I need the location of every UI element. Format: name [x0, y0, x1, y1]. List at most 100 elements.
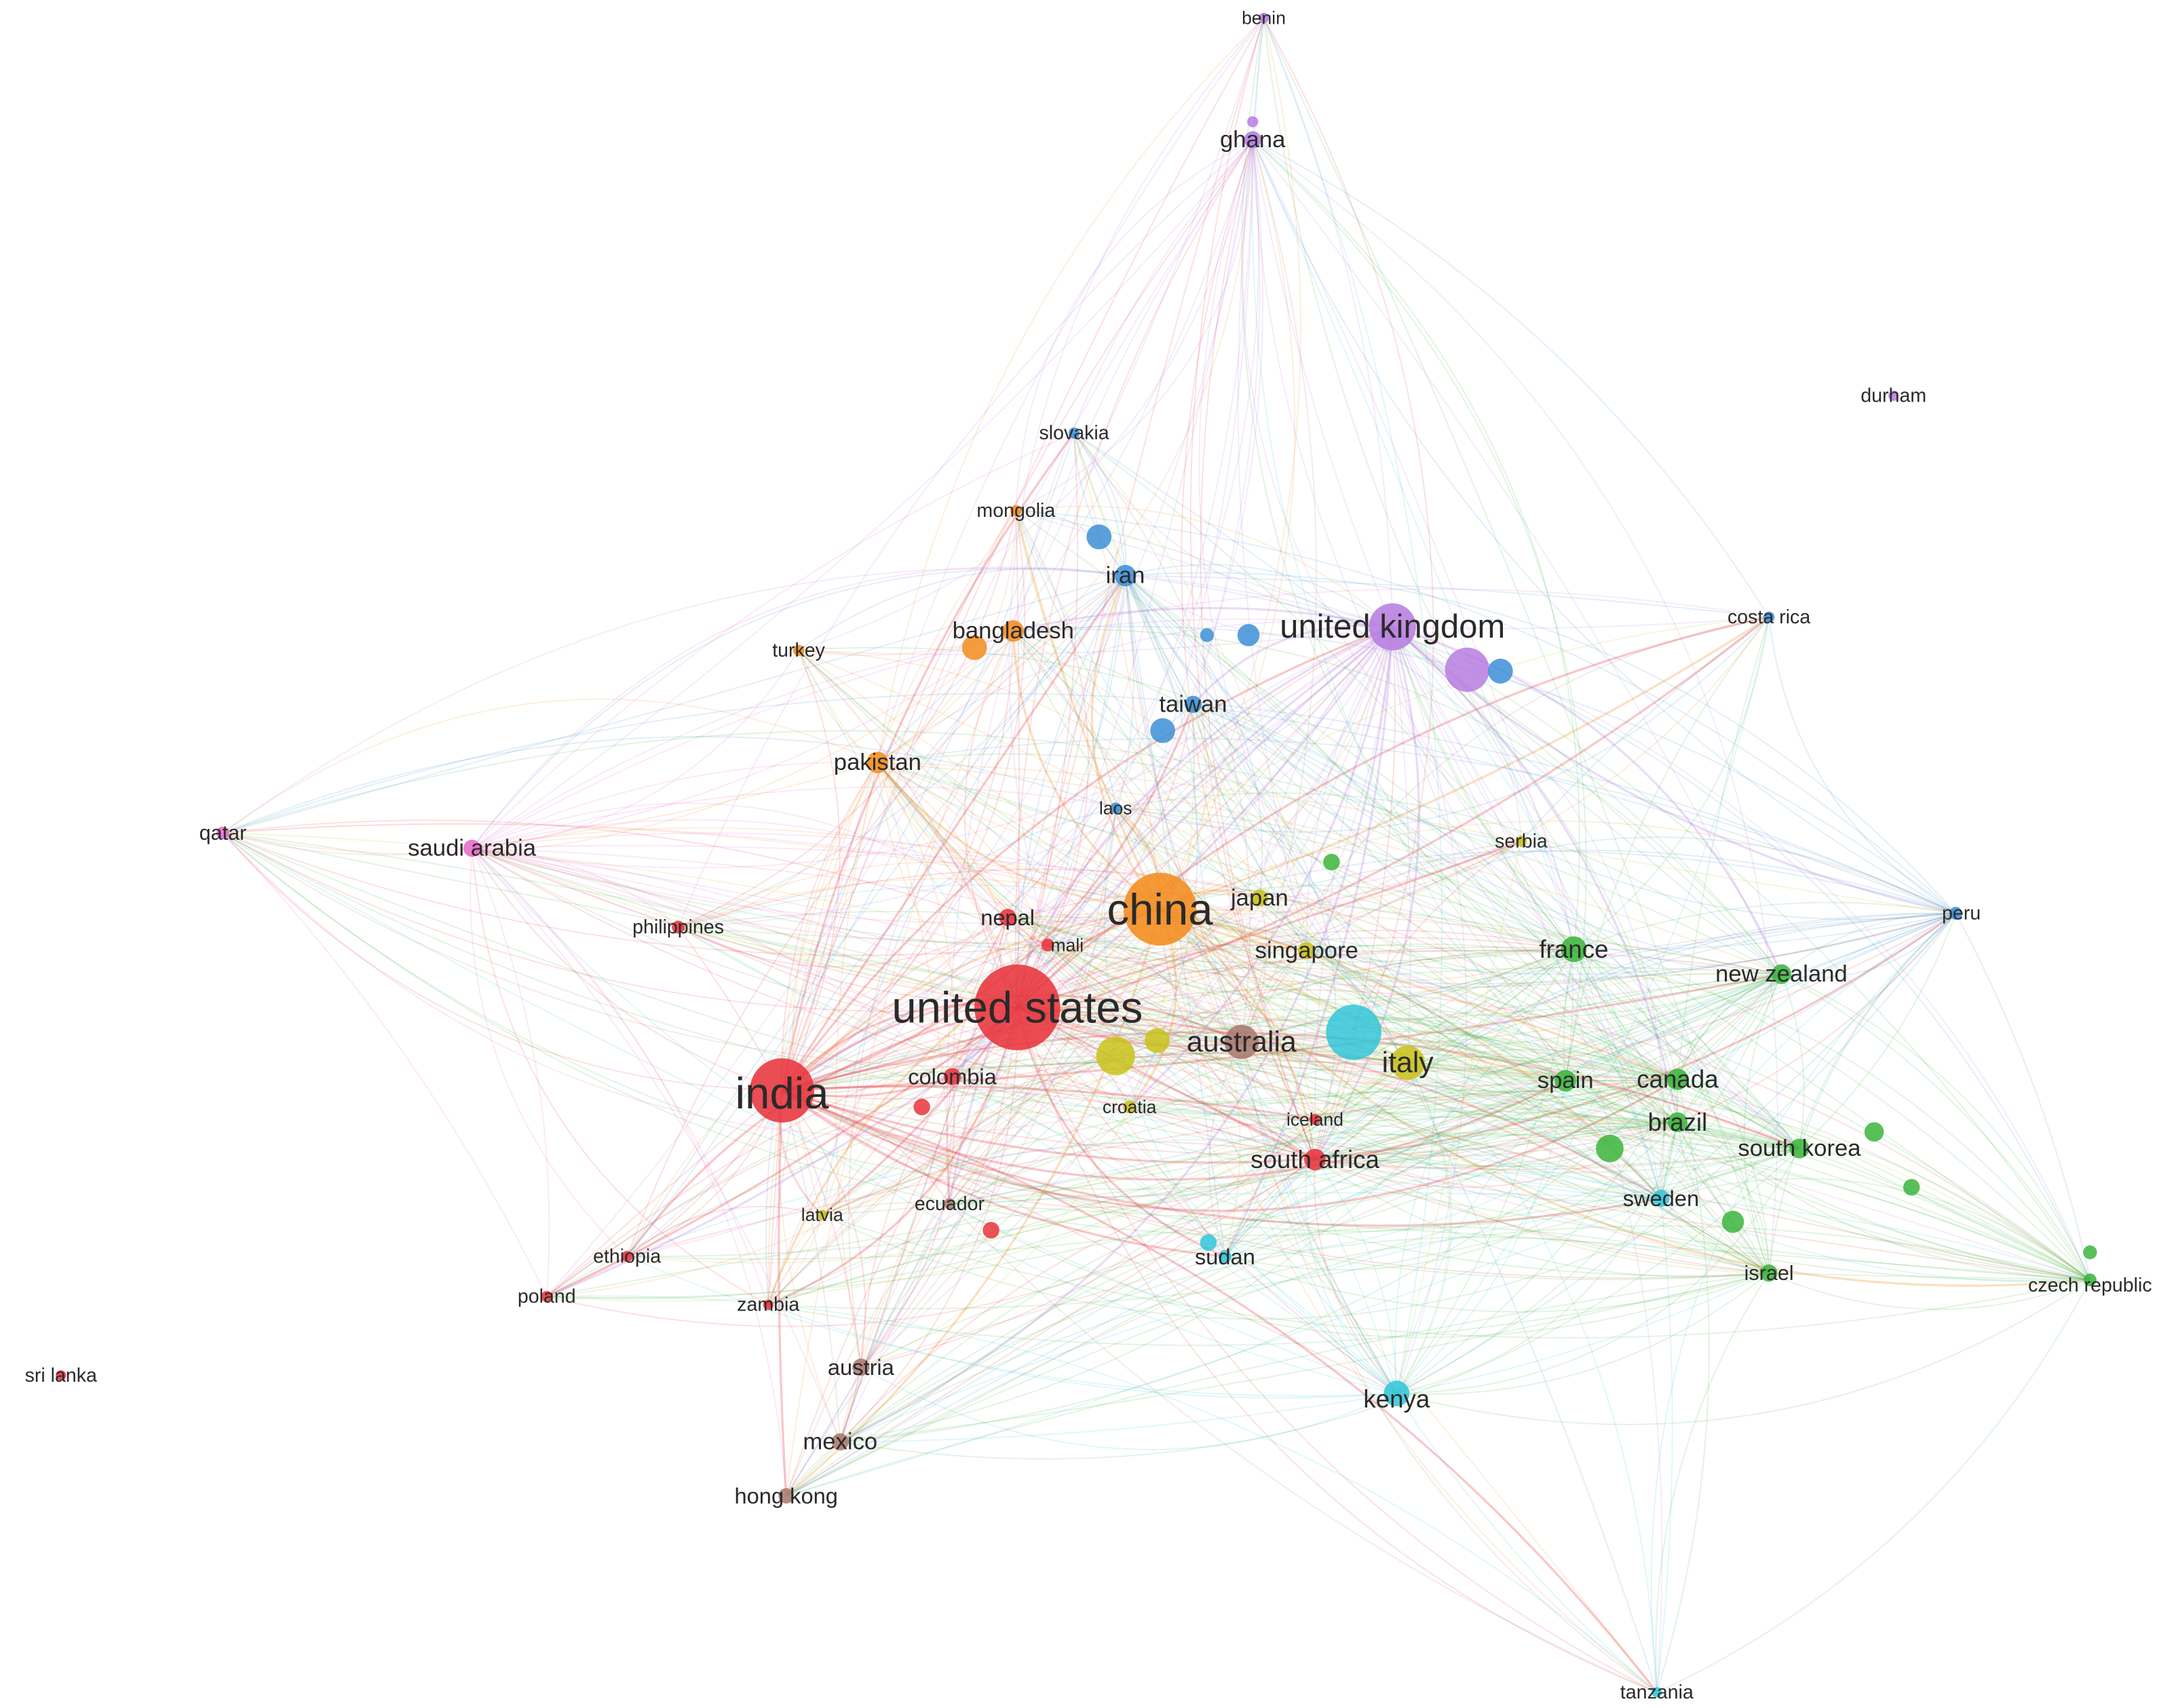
edge: [472, 847, 1226, 1257]
edge: [839, 1121, 1678, 1443]
edge: [1677, 973, 1782, 1123]
edge: [767, 626, 1393, 1306]
edge: [1241, 973, 1782, 1043]
edge: [1392, 626, 1522, 842]
edge: [1392, 626, 1575, 950]
edge: [1073, 433, 1393, 628]
edge: [877, 762, 1770, 1274]
edge: [1259, 897, 1782, 975]
edge: [822, 897, 1261, 1216]
edge: [767, 908, 1161, 1306]
edge: [767, 1121, 1678, 1306]
node-nepal: [999, 908, 1016, 927]
edge: [839, 1080, 1566, 1443]
label-canada: canada: [1637, 1066, 1719, 1093]
edge: [1573, 949, 1679, 1123]
edge: [223, 832, 1408, 1064]
edge: [768, 1148, 1800, 1310]
edge: [1125, 564, 1393, 627]
edge: [223, 832, 1048, 956]
edge: [1115, 617, 1770, 833]
edge: [1392, 626, 1662, 1199]
edge: [1677, 1121, 2090, 1281]
edge: [781, 1079, 1566, 1181]
edge: [1115, 807, 1316, 1160]
edge: [472, 847, 787, 1496]
edge: [877, 762, 1130, 1108]
edge: [949, 973, 1782, 1205]
edge: [877, 762, 1049, 946]
edge: [782, 703, 1194, 1092]
edge: [1677, 1079, 2090, 1281]
edge: [786, 1079, 1678, 1497]
edge: [1047, 944, 1316, 1161]
edge: [1224, 1062, 1409, 1257]
edge: [1392, 627, 1411, 1063]
edge: [1012, 606, 1393, 632]
label-ecuador: ecuador: [915, 1193, 985, 1215]
edge: [472, 847, 1574, 964]
edge: [1160, 840, 1522, 915]
unlabeled-node: [1488, 659, 1513, 684]
edge: [223, 819, 1048, 946]
edge: [839, 139, 1254, 1443]
edge: [877, 17, 1265, 763]
node-australia: [1224, 1024, 1259, 1060]
edge: [1565, 617, 1770, 1081]
edge: [860, 1256, 1225, 1368]
edge: [1208, 1041, 1242, 1257]
edge: [1407, 912, 1956, 1064]
label-austria: austria: [828, 1355, 895, 1380]
edge: [1012, 630, 1117, 809]
edge: [1263, 18, 1770, 1274]
edge: [781, 139, 1253, 1091]
edge: [1660, 912, 1956, 1199]
edge: [1160, 820, 1956, 914]
edge: [782, 1085, 1316, 1121]
edge: [1565, 1080, 1679, 1123]
edge: [1017, 1007, 1566, 1087]
edge: [782, 1059, 1566, 1091]
edge: [782, 840, 1522, 1091]
edge: [1115, 807, 1574, 950]
edge: [1768, 1272, 2090, 1311]
edge: [1017, 1007, 2090, 1281]
edge: [782, 1085, 1130, 1108]
edge: [786, 1121, 1678, 1496]
edge: [1677, 617, 1770, 1080]
edge: [952, 1076, 1316, 1161]
edge: [1407, 1062, 1770, 1274]
edge: [1279, 950, 1316, 1161]
edge: [1240, 1041, 1658, 1693]
edge: [1392, 626, 2091, 1281]
edge: [782, 1053, 1566, 1091]
edge: [1241, 1041, 1770, 1274]
edge: [1781, 973, 2091, 1281]
edge: [782, 1089, 1316, 1198]
label-pakistan: pakistan: [834, 750, 921, 775]
label-colombia: colombia: [908, 1064, 997, 1089]
edge: [546, 1295, 1658, 1693]
edge: [782, 1024, 1408, 1091]
edge: [782, 912, 1957, 1164]
edge: [782, 575, 1126, 1091]
label-qatar: qatar: [199, 821, 247, 845]
label-hong-kong: hong kong: [735, 1483, 838, 1509]
edge: [1017, 1007, 1678, 1123]
edge: [1314, 1080, 1566, 1161]
edge: [1159, 909, 1316, 1161]
edge: [786, 1080, 1566, 1497]
edge: [781, 908, 1160, 1091]
edge: [472, 827, 1160, 910]
edge: [782, 1031, 1800, 1150]
edge: [848, 575, 1126, 1367]
edge: [860, 1007, 1018, 1368]
edge: [860, 140, 1254, 1368]
edge: [767, 1007, 1018, 1306]
edge: [472, 626, 1393, 869]
edge: [1768, 912, 1957, 1273]
edge: [471, 848, 782, 1091]
edge: [946, 917, 1008, 1204]
edge: [1016, 1007, 1397, 1395]
edge: [472, 847, 1408, 1064]
